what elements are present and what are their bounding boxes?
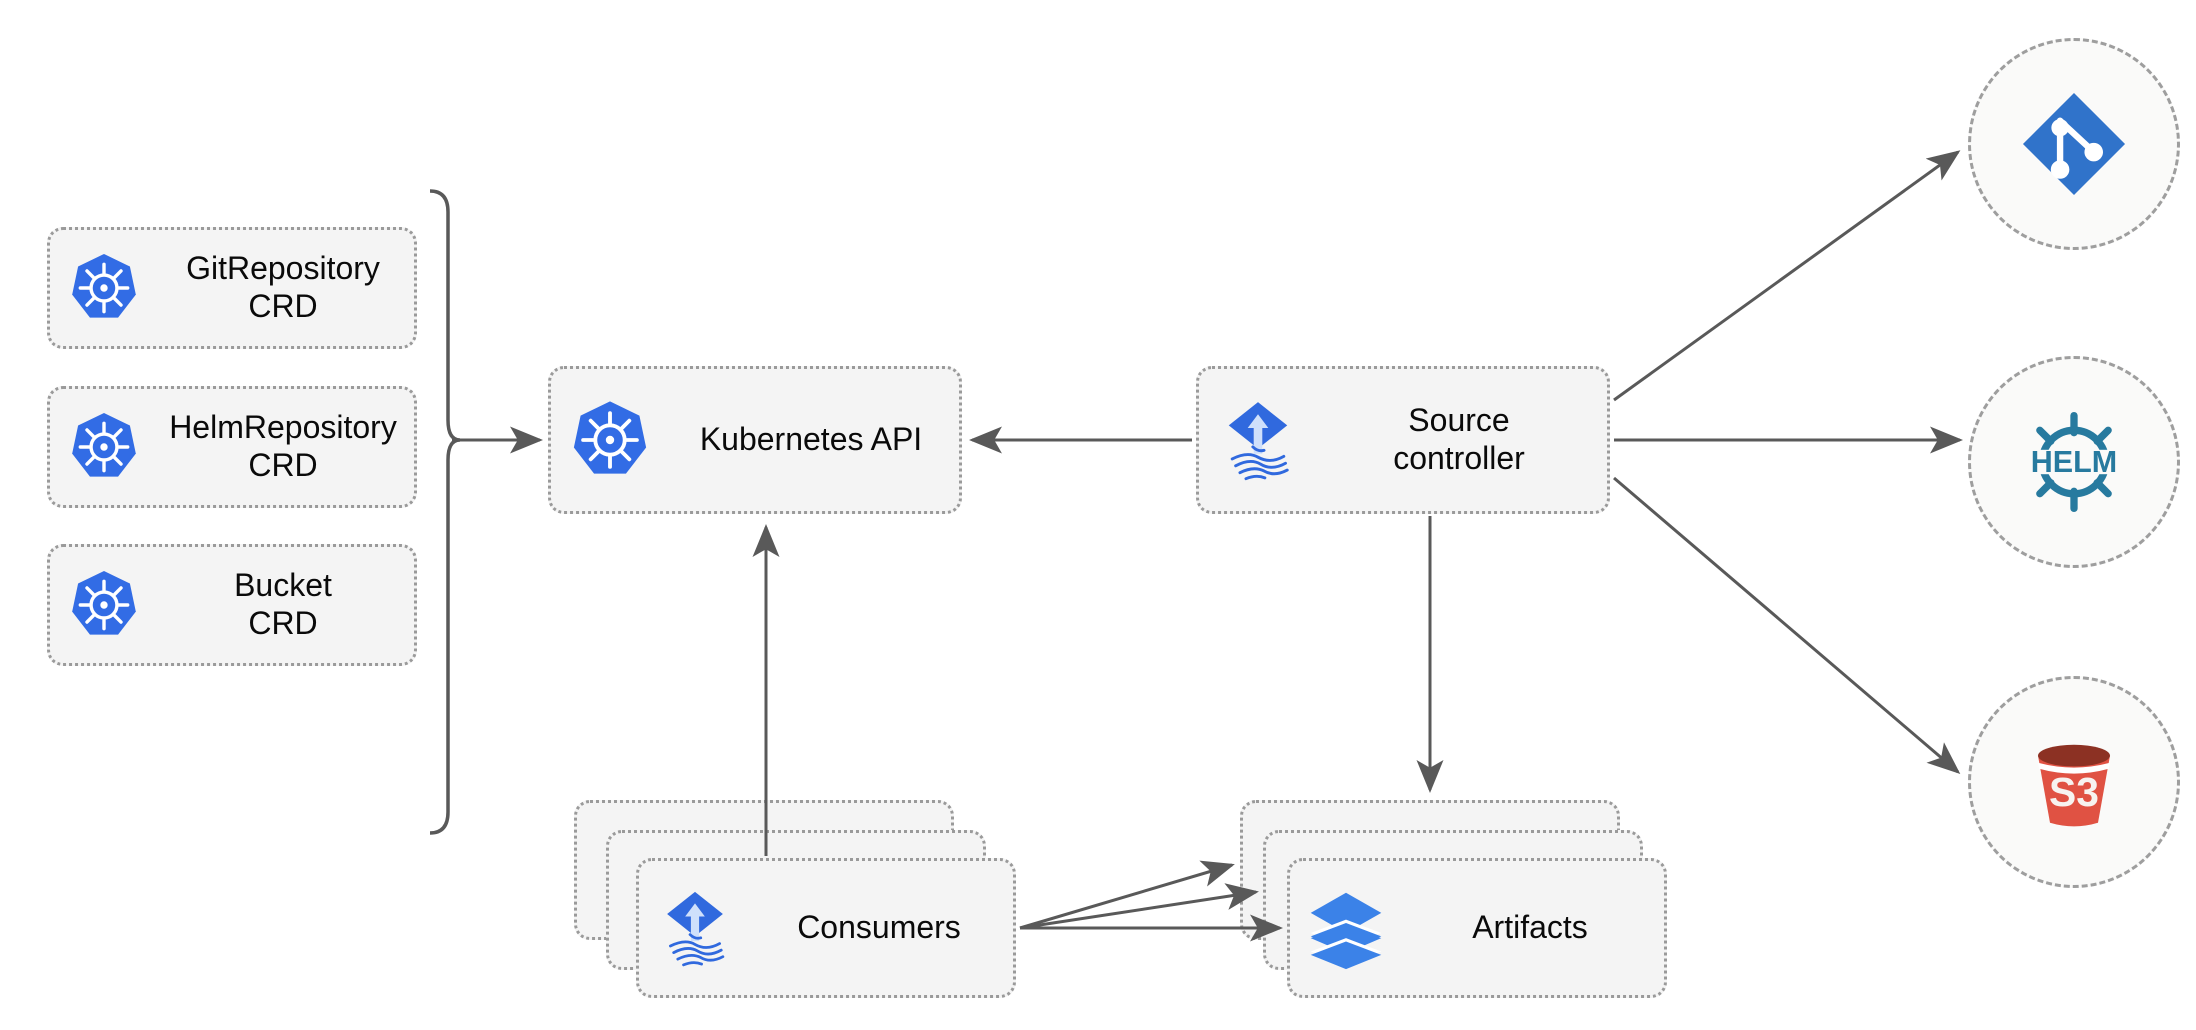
- source-circle-helm[interactable]: HELM: [1968, 356, 2180, 568]
- node-label: Kubernetes API: [699, 421, 923, 458]
- flux-icon: [1199, 397, 1317, 483]
- source-circle-git[interactable]: [1968, 38, 2180, 250]
- node-artifacts[interactable]: Artifacts: [1287, 858, 1667, 998]
- crd-label: Bucket CRD: [234, 567, 332, 641]
- edge-consumers-to-artifacts-mid: [1019, 883, 1259, 930]
- kubernetes-icon: [50, 251, 158, 325]
- flux-icon: [639, 887, 751, 969]
- source-circle-s3[interactable]: S3: [1968, 676, 2180, 888]
- crd-label: HelmRepository CRD: [169, 409, 397, 483]
- git-icon: [2022, 92, 2126, 196]
- node-consumers[interactable]: Consumers: [636, 858, 1016, 998]
- crd-box-gitrepository[interactable]: GitRepository CRD: [47, 227, 417, 349]
- kubernetes-icon: [551, 398, 669, 482]
- node-source-controller[interactable]: Source controller: [1196, 366, 1610, 514]
- crd-box-helmrepository[interactable]: HelmRepository CRD: [47, 386, 417, 508]
- s3-bucket-icon: S3: [2038, 744, 2110, 827]
- node-label: Artifacts: [1472, 909, 1588, 946]
- kubernetes-icon: [50, 410, 158, 484]
- node-label: Source controller: [1393, 402, 1525, 476]
- layers-icon: [1290, 886, 1402, 970]
- s3-wordmark: S3: [2049, 769, 2099, 815]
- crd-group-bracket: [429, 189, 461, 835]
- crd-label: GitRepository CRD: [186, 250, 380, 324]
- crd-box-bucket[interactable]: Bucket CRD: [47, 544, 417, 666]
- node-label: Consumers: [797, 909, 961, 946]
- helm-icon: HELM: [2022, 411, 2126, 513]
- kubernetes-icon: [50, 568, 158, 642]
- edge-consumers-to-artifacts-back: [1019, 860, 1235, 930]
- edge-source-controller-to-s3: [1613, 476, 1961, 774]
- helm-wordmark: HELM: [2031, 445, 2117, 479]
- edge-source-controller-to-git: [1613, 150, 1961, 402]
- node-kubernetes-api[interactable]: Kubernetes API: [548, 366, 962, 514]
